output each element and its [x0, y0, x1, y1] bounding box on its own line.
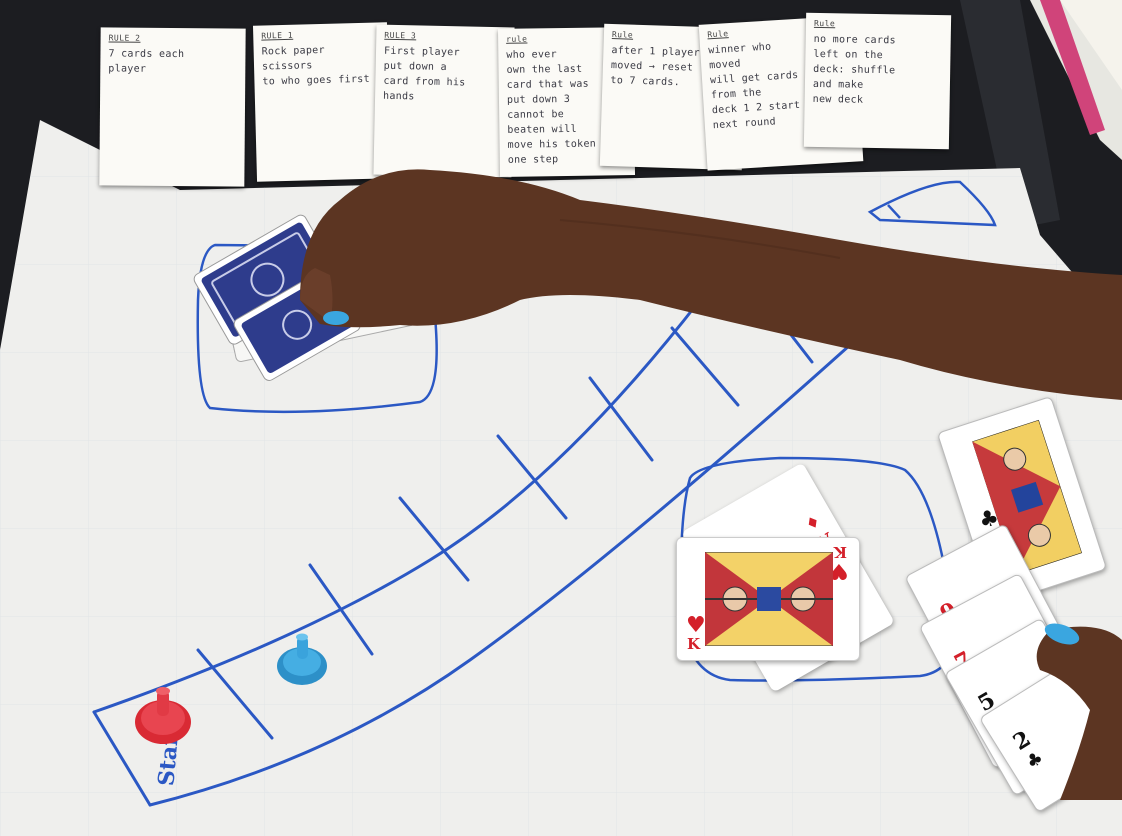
- red-pawn-icon: [135, 687, 191, 744]
- blue-pawn-icon: [277, 633, 327, 685]
- king-face-art: [705, 552, 833, 646]
- heart-icon: ♥: [686, 612, 706, 638]
- board-track: [92, 294, 852, 807]
- played-card-king-hearts[interactable]: K ♥ K ♥: [676, 537, 860, 661]
- player-zone-outline: [867, 180, 997, 227]
- player-hand: K ♣ 9 ♥ 7 ♥ 5 ♣ 2 ♣: [904, 395, 1122, 814]
- played-card-rank: K: [687, 635, 701, 653]
- king-face-art: [972, 419, 1083, 575]
- red-pawn-token[interactable]: [132, 682, 194, 744]
- holding-hand: [1036, 623, 1122, 800]
- blue-pawn-token[interactable]: [274, 630, 330, 686]
- notebook-edge: [960, 0, 1122, 230]
- hand-card-king-clubs[interactable]: K ♣: [936, 395, 1108, 607]
